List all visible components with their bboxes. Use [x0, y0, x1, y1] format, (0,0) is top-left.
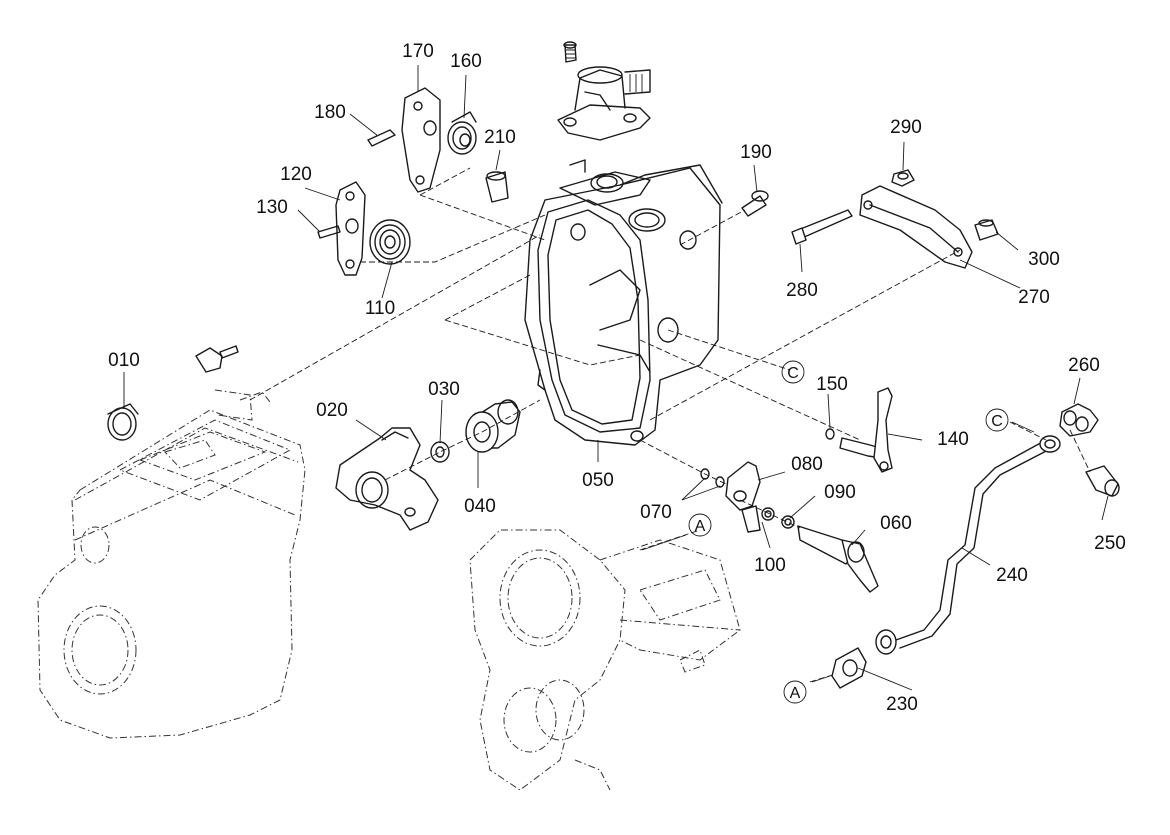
label-230: 230 — [886, 694, 918, 715]
lever-140 — [825, 387, 893, 473]
bolt-190 — [741, 190, 769, 217]
label-110: 110 — [365, 298, 395, 319]
label-040: 040 — [464, 496, 496, 517]
label-210: 210 — [484, 127, 516, 148]
shaft-parts-060 — [700, 461, 879, 593]
label-130: 130 — [256, 197, 288, 218]
ref-c-right: C — [991, 413, 1003, 430]
label-240: 240 — [996, 565, 1028, 586]
label-180: 180 — [314, 102, 346, 123]
label-270: 270 — [1018, 287, 1050, 308]
bracket-270 — [791, 169, 999, 269]
leader-lines — [123, 65, 1109, 691]
label-280: 280 — [786, 280, 818, 301]
label-050: 050 — [582, 470, 614, 491]
label-250: 250 — [1094, 533, 1126, 554]
label-070: 070 — [640, 502, 672, 523]
label-090: 090 — [824, 482, 856, 503]
label-120: 120 — [280, 164, 312, 185]
label-160: 160 — [450, 51, 482, 72]
lever-assembly-170 — [367, 87, 509, 203]
part-labels: 010 020 030 040 050 060 070 080 090 100 … — [108, 41, 1126, 715]
label-060: 060 — [880, 513, 912, 534]
governor-housing — [524, 159, 723, 446]
plug-010 — [107, 345, 239, 441]
solenoid-unit — [557, 41, 651, 141]
spring-assembly-120 — [317, 181, 411, 276]
ref-c-left: C — [787, 365, 799, 382]
label-080: 080 — [791, 454, 823, 475]
label-190: 190 — [740, 142, 772, 163]
label-300: 300 — [1028, 249, 1060, 270]
ref-a-top: A — [695, 518, 706, 535]
pipe-240 — [831, 403, 1120, 689]
label-170: 170 — [402, 41, 434, 62]
label-010: 010 — [108, 350, 140, 371]
label-150: 150 — [816, 374, 848, 395]
label-020: 020 — [316, 400, 348, 421]
engine-block-outline — [37, 389, 306, 739]
ref-a-bottom: A — [790, 685, 801, 702]
label-260: 260 — [1068, 355, 1100, 376]
reference-markers: A A C C — [688, 360, 1009, 704]
label-290: 290 — [890, 117, 922, 138]
gear-case-outline — [469, 529, 741, 791]
label-100: 100 — [754, 555, 786, 576]
label-140: 140 — [937, 429, 969, 450]
label-030: 030 — [428, 379, 460, 400]
